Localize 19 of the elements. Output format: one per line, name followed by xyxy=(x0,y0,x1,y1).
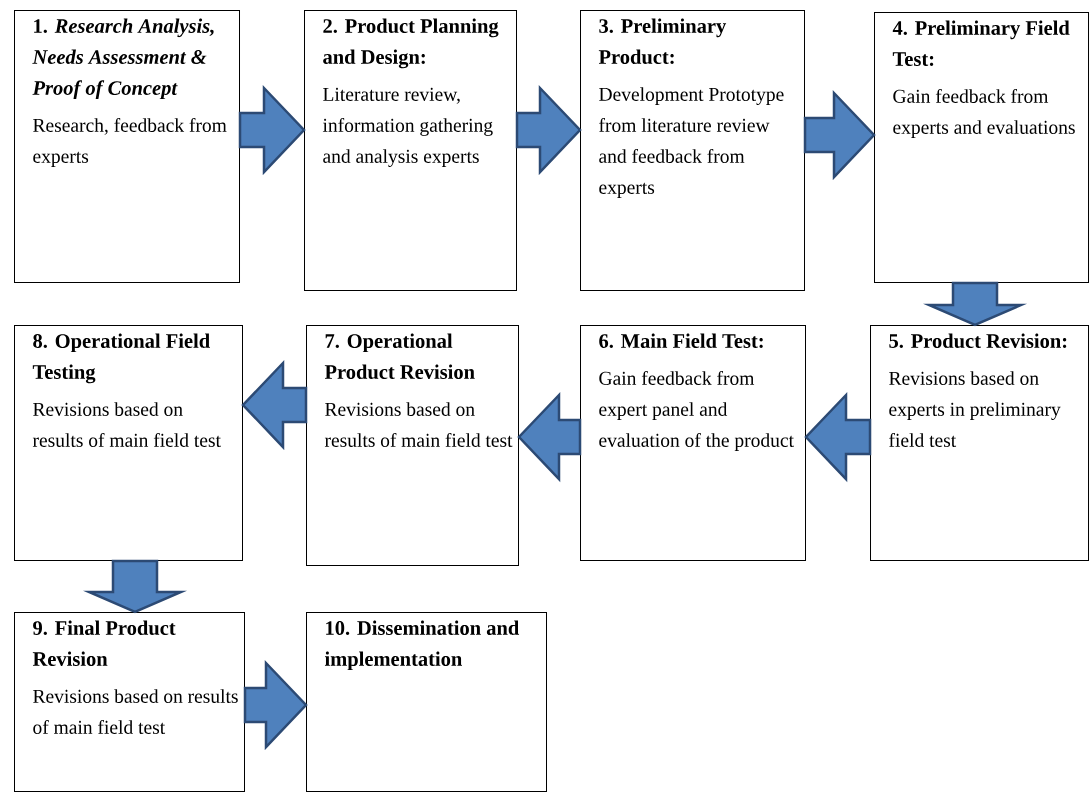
block-arrow xyxy=(923,281,1027,327)
block-arrow xyxy=(241,359,308,451)
process-box: 7. Operational Product Revision Revisions based on results of main field test xyxy=(306,325,519,566)
process-box: 9. Final Product Revision Revisions based on results of main field test xyxy=(14,612,245,792)
process-box: 5. Product Revision: Revisions based on experts in preliminary field test xyxy=(870,325,1089,561)
process-box: 2. Product Planning and Design: Literature review, information gathering and analysis experts xyxy=(304,10,517,291)
process-box: 10. Dissemination and implementation xyxy=(306,612,547,792)
process-box: 8. Operational Field Testing Revisions based on results of main field test xyxy=(14,325,243,561)
block-arrow xyxy=(804,391,872,483)
process-box: 1. Research Analysis, Needs Assessment & Proof of Concept Research, feedback from experts xyxy=(14,10,240,283)
block-arrow xyxy=(517,391,582,483)
block-arrow xyxy=(515,84,582,176)
process-box: 6. Main Field Test: Gain feedback from expert panel and evaluation of the product xyxy=(580,325,806,561)
process-box: 3. Preliminary Product: Development Prototype from literature review and feedback from experts xyxy=(580,10,805,291)
block-arrow xyxy=(238,84,306,176)
process-box: 4. Preliminary Field Test: Gain feedback from experts and evaluations xyxy=(874,12,1089,283)
block-arrow xyxy=(83,559,187,614)
block-arrow xyxy=(243,659,308,751)
block-arrow xyxy=(803,89,876,181)
